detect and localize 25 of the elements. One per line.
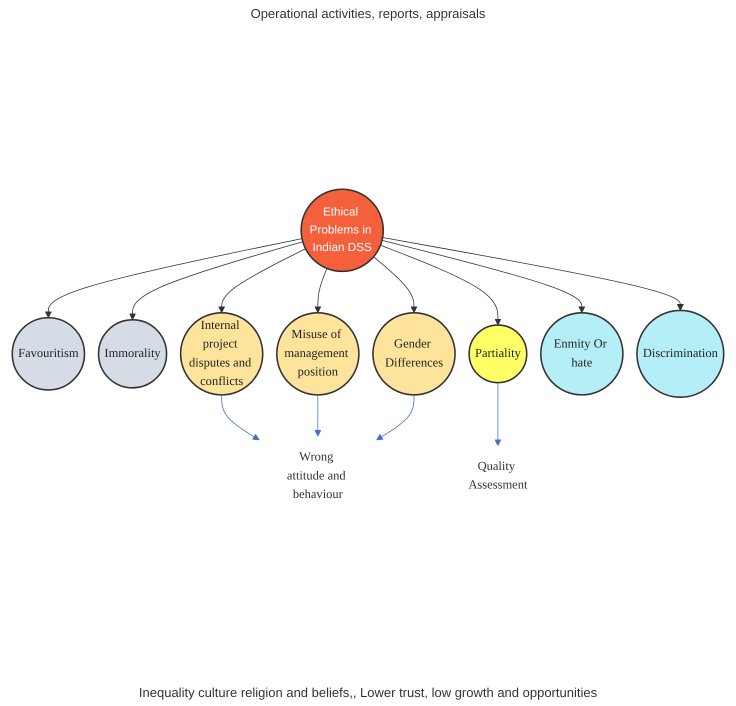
node-circle: Ethical Problems in Indian DSS <box>300 188 384 272</box>
node-circle: Internal project disputes and conflicts <box>180 312 264 396</box>
arrow <box>314 394 322 437</box>
arrow <box>218 248 306 314</box>
arrow <box>129 242 304 320</box>
arrow <box>382 240 586 314</box>
annotation-text: Operational activities, reports, appraisals <box>250 6 486 21</box>
arrow <box>382 238 684 312</box>
arrow <box>44 238 302 318</box>
node-text: Wrong attitude and behaviour <box>286 450 346 502</box>
node-circle: Discrimination <box>636 310 725 398</box>
node-circle: Favouritism <box>11 317 86 392</box>
node-circle: Partiality <box>468 324 528 384</box>
node-circle: Enmity Or hate <box>540 312 624 396</box>
arrow <box>373 256 418 314</box>
annotation-text: Inequality culture religion and beliefs,, Lower trust, low growth and opportunities <box>138 685 598 700</box>
arrow <box>494 382 502 446</box>
arrow <box>376 394 414 441</box>
node-circle: Gender Differences <box>372 312 456 396</box>
arrow <box>380 245 502 326</box>
node-circle: Immorality <box>98 319 168 389</box>
arrow <box>221 394 260 441</box>
node-circle: Misuse of management position <box>276 312 360 396</box>
arrow <box>314 268 328 314</box>
node-text: Quality Assessment <box>468 460 528 492</box>
